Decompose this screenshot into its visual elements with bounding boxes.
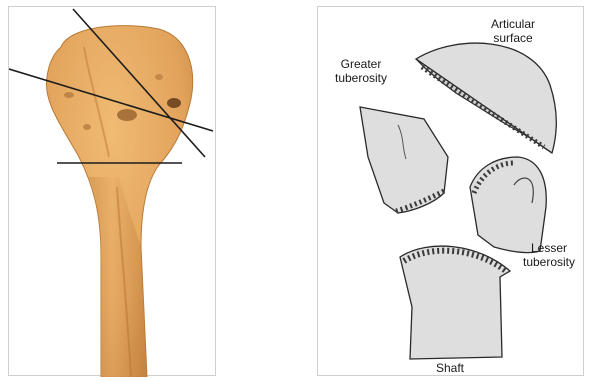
bone-pit — [117, 109, 137, 121]
label-lesser-tuberosity: Lesser tuberosity — [516, 241, 582, 269]
label-articular-surface: Articular surface — [478, 17, 548, 45]
label-shaft: Shaft — [430, 361, 470, 375]
bone-pit — [167, 98, 181, 108]
articular-surface-fragment — [416, 43, 556, 153]
label-greater-tuberosity: Greater tuberosity — [324, 57, 398, 85]
fragments-drawing-panel: Articular surface Greater tuberosity Les… — [317, 6, 584, 376]
bone-pit — [64, 92, 74, 98]
lesser-tuberosity-fragment — [470, 157, 546, 253]
greater-tuberosity-fragment — [360, 107, 448, 213]
bone-pit — [83, 124, 91, 130]
humerus-photo-panel — [8, 6, 216, 376]
humerus-bone-illustration — [9, 7, 217, 377]
bone-pit — [155, 74, 163, 80]
shaft-fragment — [400, 246, 510, 359]
